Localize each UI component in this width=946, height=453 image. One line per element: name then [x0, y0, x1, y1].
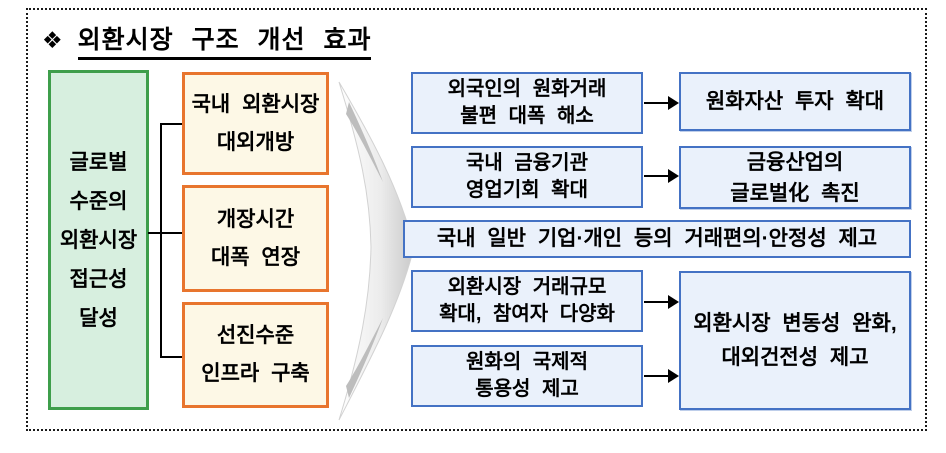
- result-box-volatility-soundness: 외환시장 변동성 완화, 대외건전성 제고: [679, 271, 911, 410]
- effect-line: 원화의 국제적: [466, 351, 588, 373]
- flow-chevron-arrow: [338, 81, 415, 421]
- diagram-title: ❖ 외환시장 구조 개선 효과: [42, 20, 372, 60]
- goal-line: 달성: [79, 306, 118, 330]
- measure-line: 대외개방: [216, 130, 295, 154]
- effect-line: 통용성 제고: [475, 378, 579, 400]
- result-box-krw-asset-investment: 원화자산 투자 확대: [679, 72, 911, 131]
- right-arrow-icon: [644, 96, 679, 110]
- result-line: 대외건전성 제고: [721, 345, 869, 369]
- measure-line: 국내 외환시장: [191, 92, 320, 116]
- measure-line: 선진수준: [216, 324, 295, 347]
- result-box-financial-globalization: 금융산업의 글로벌化 촉진: [679, 146, 911, 209]
- goal-box: 글로벌 수준의 외환시장 접근성 달성: [48, 70, 149, 410]
- effect-box-krw-international: 원화의 국제적 통용성 제고: [411, 345, 643, 407]
- right-arrow-icon: [644, 169, 679, 183]
- measure-line: 인프라 구축: [201, 362, 310, 385]
- goal-line: 수준의: [69, 189, 128, 213]
- connector-line-bottom: [160, 356, 183, 358]
- goal-line: 글로벌: [69, 150, 128, 174]
- effect-line: 국내 일반 기업·개인 등의 거래편의·안정성 제고: [436, 227, 878, 250]
- goal-line: 외환시장: [59, 228, 138, 252]
- right-arrow-icon: [644, 295, 679, 309]
- effect-box-general-convenience: 국내 일반 기업·개인 등의 거래편의·안정성 제고: [403, 220, 911, 258]
- connector-line-vertical: [160, 123, 162, 358]
- effect-box-market-volume: 외환시장 거래규모 확대, 참여자 다양화: [411, 270, 643, 332]
- effect-box-foreign-krw-trading: 외국인의 원화거래 불편 대폭 해소: [411, 72, 643, 134]
- effect-line: 외환시장 거래규모: [447, 276, 607, 298]
- effect-line: 영업기회 확대: [466, 179, 588, 201]
- measure-box-trading-hours: 개장시간 대폭 연장: [182, 185, 329, 292]
- right-arrow-icon: [644, 369, 679, 383]
- measure-box-infrastructure: 선진수준 인프라 구축: [182, 302, 329, 408]
- result-line: 외환시장 변동성 완화,: [693, 311, 897, 335]
- effect-line: 외국인의 원화거래: [447, 78, 607, 100]
- effect-line: 확대, 참여자 다양화: [439, 303, 615, 325]
- connector-line-middle: [148, 232, 183, 234]
- title-text: 외환시장 구조 개선 효과: [77, 26, 372, 60]
- goal-line: 접근성: [69, 267, 128, 291]
- effect-line: 불편 대폭 해소: [460, 105, 594, 127]
- result-line: 글로벌化 촉진: [730, 181, 860, 205]
- measure-line: 대폭 연장: [210, 245, 301, 269]
- effect-box-domestic-institutions: 국내 금융기관 영업기회 확대: [411, 146, 643, 208]
- result-line: 원화자산 투자 확대: [705, 90, 885, 113]
- connector-line-top: [160, 123, 183, 125]
- effect-line: 국내 금융기관: [466, 152, 588, 174]
- result-line: 금융산업의: [746, 150, 844, 174]
- diamond-bullet-icon: ❖: [42, 27, 64, 53]
- measure-line: 개장시간: [216, 207, 295, 231]
- dotted-frame: [26, 8, 927, 431]
- measure-box-market-opening: 국내 외환시장 대외개방: [182, 72, 329, 175]
